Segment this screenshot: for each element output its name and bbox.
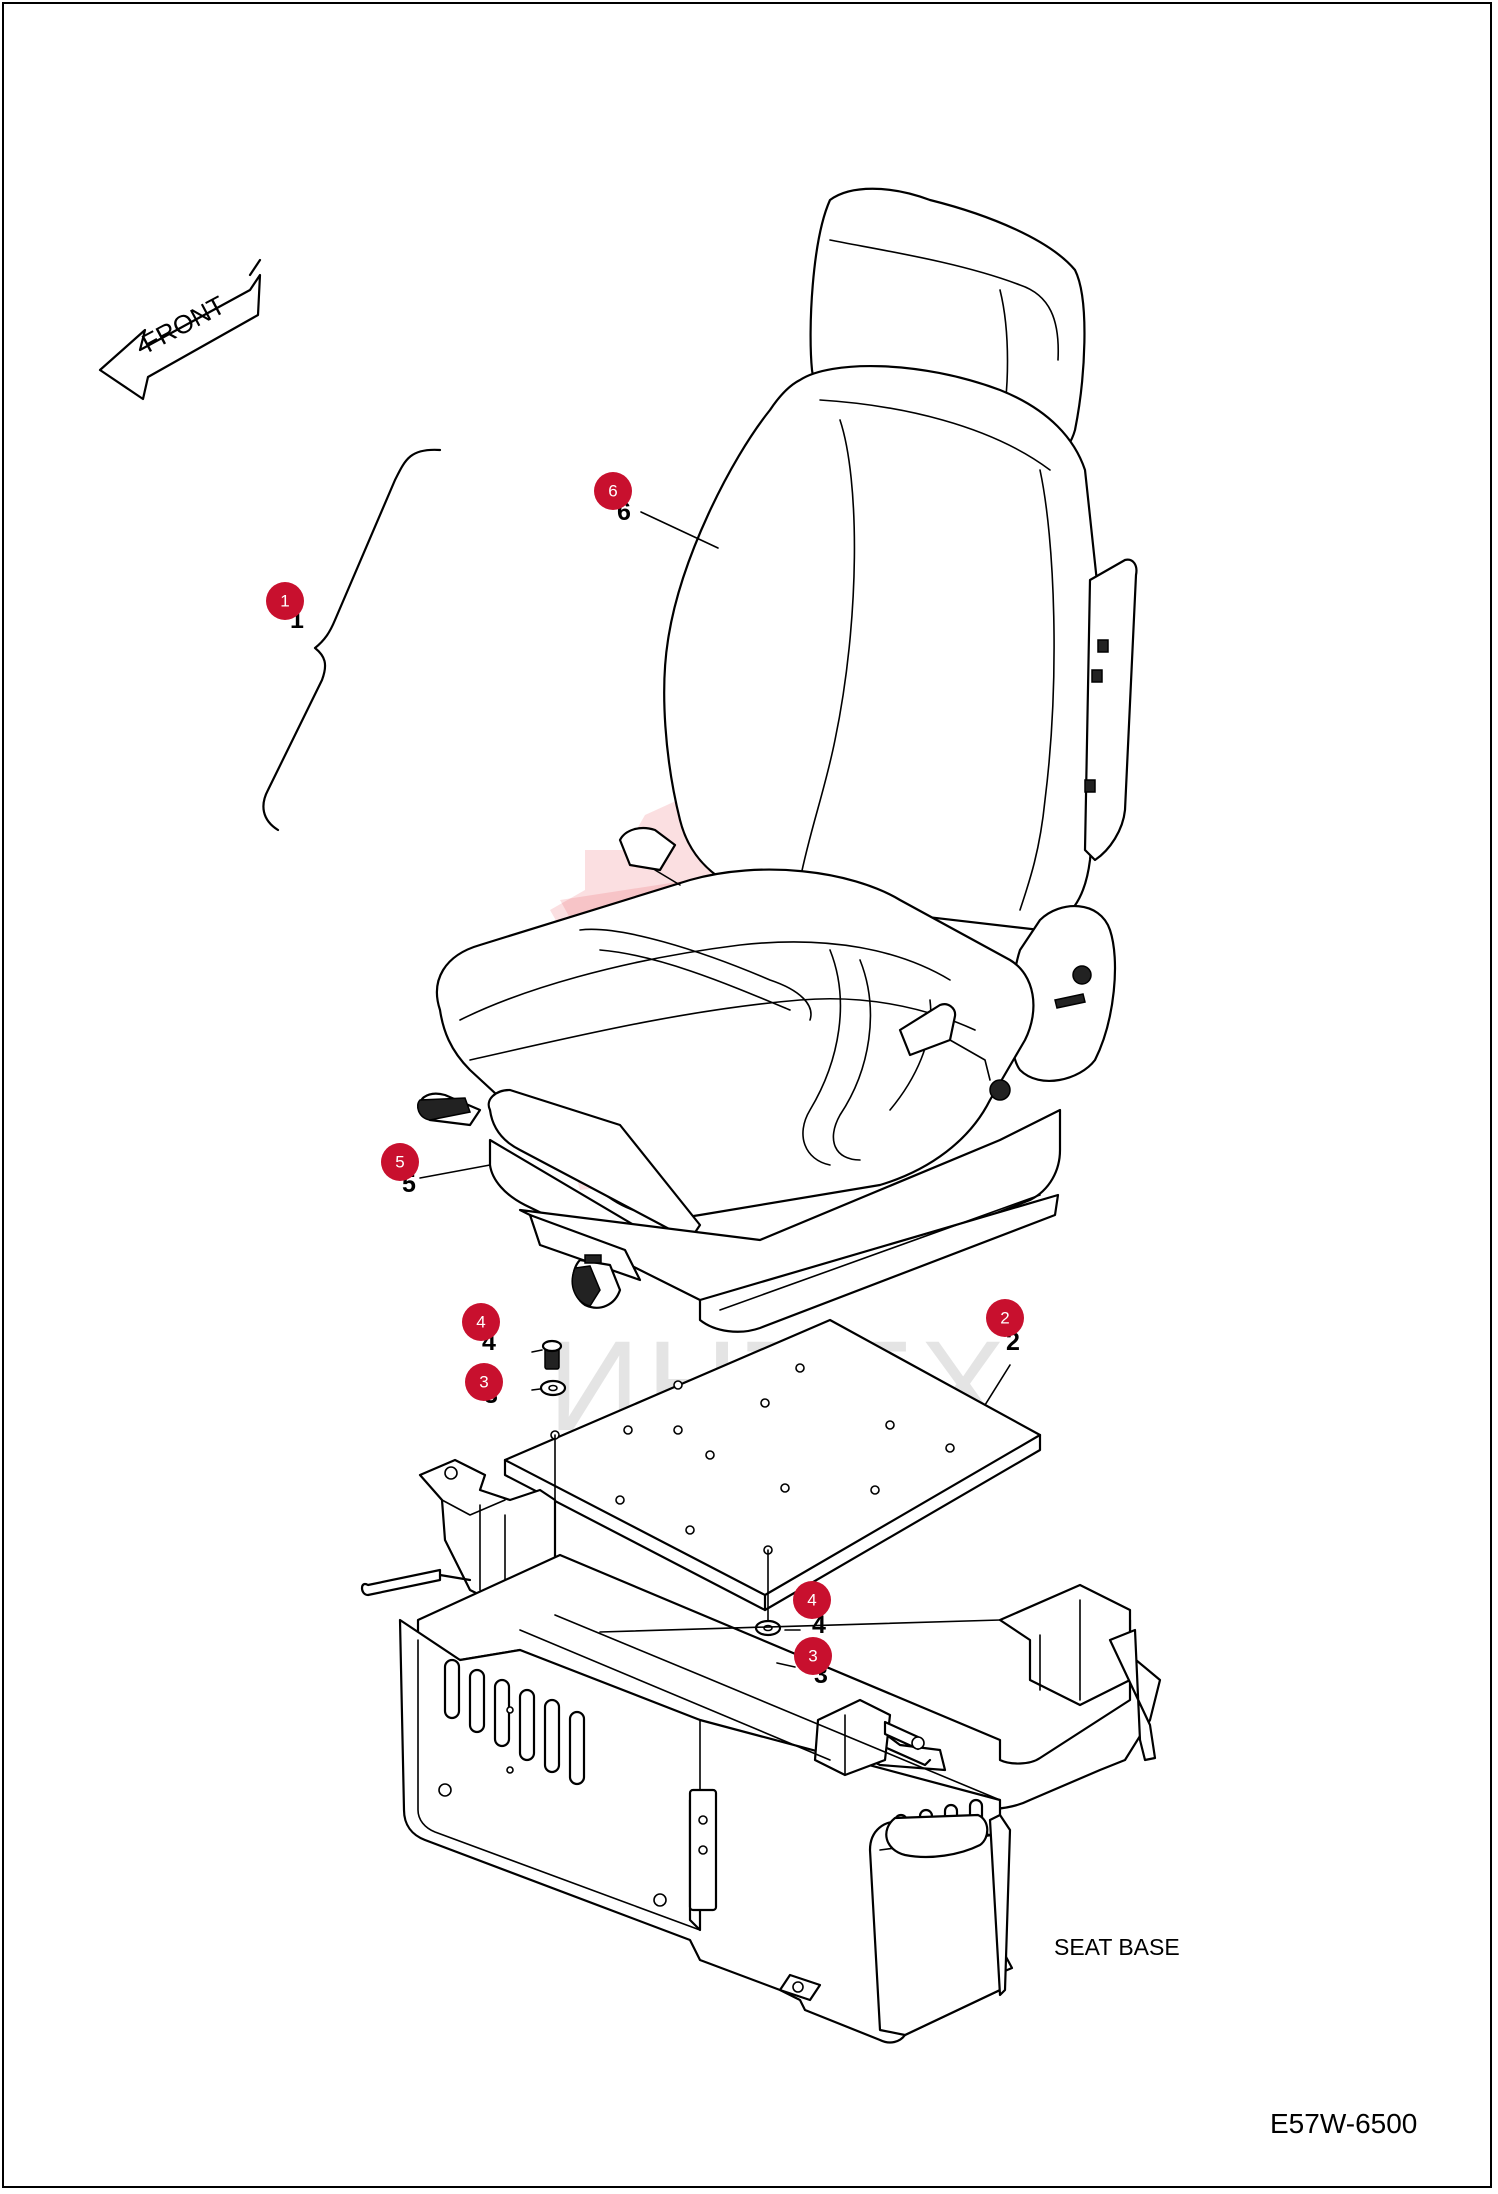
svg-text:3: 3 <box>479 1373 488 1392</box>
svg-text:1: 1 <box>280 592 289 611</box>
leader-lines <box>419 511 1011 1668</box>
callout-5[interactable]: 5 <box>381 1143 419 1181</box>
svg-text:6: 6 <box>608 482 617 501</box>
svg-text:2: 2 <box>1000 1309 1009 1328</box>
callout-3-top[interactable]: 3 <box>465 1363 503 1401</box>
svg-text:3: 3 <box>808 1647 817 1666</box>
svg-text:4: 4 <box>476 1313 485 1332</box>
front-arrow: FRONT <box>98 258 262 401</box>
callout-6[interactable]: 6 <box>594 472 632 510</box>
drawing-code: E57W-6500 <box>1270 2108 1418 2139</box>
callout-3-bottom[interactable]: 3 <box>794 1637 832 1675</box>
callout-4-top[interactable]: 4 <box>462 1303 500 1341</box>
mounting-plate <box>503 1318 1042 1629</box>
seat-backrest <box>663 187 1138 932</box>
svg-text:4: 4 <box>807 1591 816 1610</box>
seat-suspension <box>417 1088 1062 1333</box>
seat-base-label: SEAT BASE <box>1054 1934 1180 1960</box>
assembly-brace <box>262 448 442 832</box>
top-bolt <box>539 1339 567 1397</box>
callout-1[interactable]: 1 <box>266 582 304 620</box>
svg-text:5: 5 <box>395 1153 404 1172</box>
front-label: FRONT <box>137 290 230 359</box>
callout-2[interactable]: 2 <box>986 1299 1024 1337</box>
callout-4-bottom[interactable]: 4 <box>793 1581 831 1619</box>
seat-base <box>360 1458 1162 2044</box>
